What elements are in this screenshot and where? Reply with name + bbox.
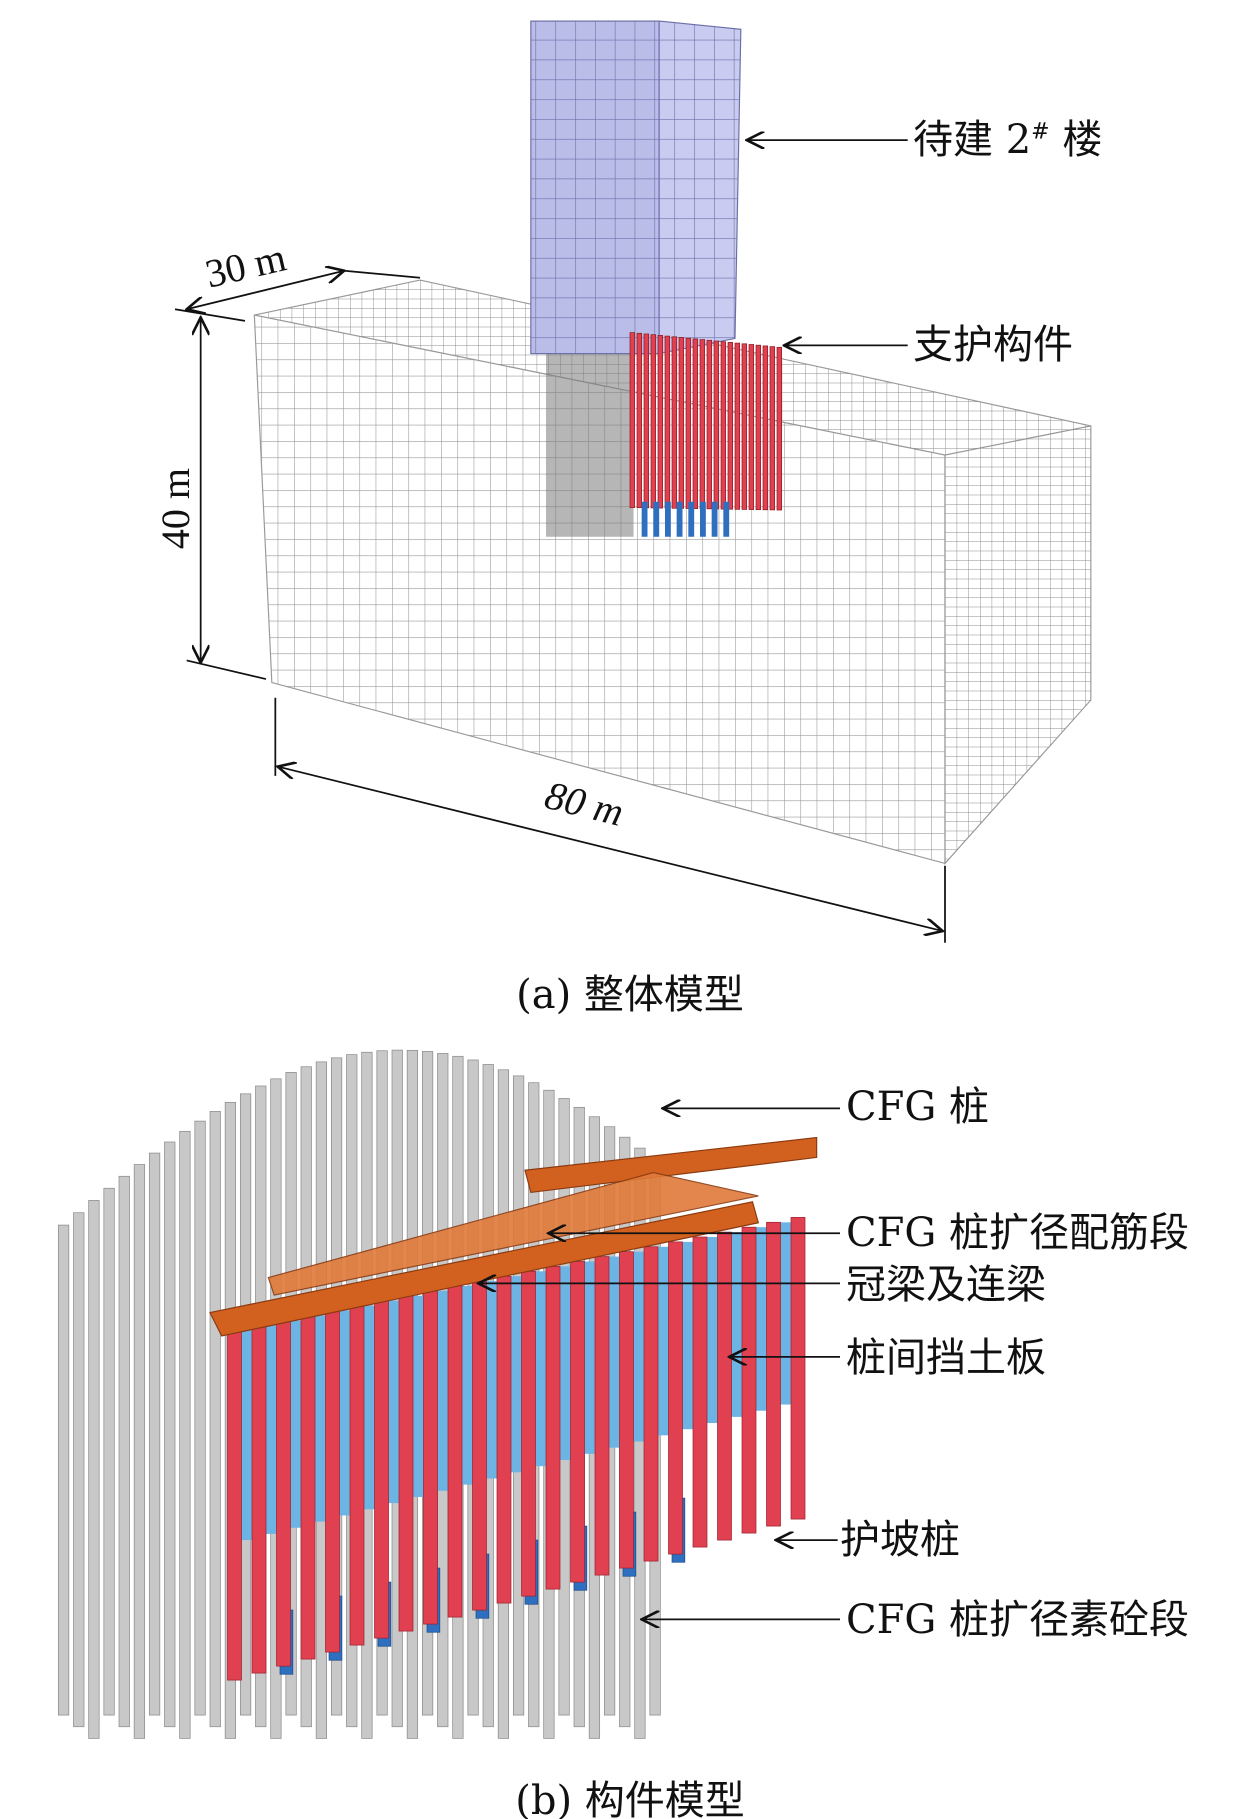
support-pile (748, 344, 755, 510)
support-pile-tip (700, 501, 706, 537)
support-pile (734, 342, 741, 510)
cfg-pile (179, 1130, 191, 1739)
support-pile (629, 332, 636, 508)
building-label: 待建 2# 楼 (913, 120, 1102, 160)
support-pile (636, 332, 643, 509)
slope-pile (643, 1246, 659, 1562)
support-pile-tip (665, 501, 671, 537)
slope-pile (594, 1256, 610, 1576)
cfg-plain-label: CFG 桩扩径素砼段 (846, 1597, 1190, 1643)
support-pile (769, 346, 776, 511)
crown-beam-link (267, 1171, 759, 1296)
slope-pile (276, 1319, 291, 1667)
support-pile (678, 337, 685, 509)
building-model (530, 20, 742, 355)
support-pile (776, 346, 783, 511)
slope-pile (790, 1217, 806, 1520)
slope-piles (227, 1217, 806, 1681)
slope-pile (349, 1305, 365, 1646)
slope-pile (447, 1285, 463, 1618)
support-pile (650, 334, 657, 509)
cfg-pile (148, 1152, 161, 1716)
caption-b: (b) 构件模型 (515, 1778, 745, 1819)
slope-pile (496, 1275, 512, 1604)
slope-pile (423, 1290, 438, 1625)
crown-beams (209, 1136, 818, 1337)
support-pile (692, 338, 699, 509)
cfg-pile (194, 1120, 206, 1716)
support-pile-tip (653, 501, 660, 537)
support-pile (664, 335, 671, 509)
slope-pile (325, 1310, 340, 1653)
support-pile (685, 337, 692, 509)
slope-pile (227, 1329, 242, 1681)
support-pile (755, 344, 762, 511)
support-pile (713, 340, 720, 510)
dimension-depth: 40 m (153, 467, 199, 550)
support-pile (706, 339, 713, 510)
building-label-suffix: 楼 (1049, 117, 1103, 163)
slope-pile (741, 1226, 757, 1534)
slope-pile (766, 1221, 781, 1527)
support-pile (699, 339, 706, 510)
support-pile (741, 343, 748, 510)
support-pile-tip (723, 501, 730, 537)
support-label: 支护构件 (913, 322, 1073, 368)
slope-pile (717, 1231, 732, 1541)
support-pile (643, 333, 650, 509)
support-pile (657, 335, 664, 509)
building-label-sup: # (1031, 119, 1050, 145)
slope-pile (668, 1241, 683, 1555)
crown-beam-front (209, 1201, 760, 1337)
cfg-pile-label: CFG 桩 (846, 1084, 990, 1130)
support-pile (762, 345, 769, 511)
cfg-pile (88, 1200, 100, 1739)
cfg-pile (133, 1164, 146, 1739)
cfg-pile (73, 1212, 85, 1728)
support-pile-tip (711, 501, 718, 537)
slope-pile (570, 1261, 585, 1583)
slope-pile (472, 1280, 487, 1611)
slope-pile (521, 1270, 536, 1597)
slope-pile (545, 1266, 561, 1590)
support-pile-tip (641, 501, 648, 537)
retaining-plate-label: 桩间挡土板 (846, 1335, 1046, 1381)
cfg-pile (164, 1141, 176, 1728)
support-pile (671, 336, 678, 509)
support-pile-tip (676, 501, 683, 537)
dimension-lines (174, 271, 946, 943)
cfg-pile (57, 1224, 70, 1716)
slope-pile (251, 1324, 267, 1674)
cfg-reinforced-label: CFG 桩扩径配筋段 (846, 1210, 1190, 1256)
slope-pile (374, 1300, 389, 1639)
slope-pile (619, 1251, 634, 1569)
crown-beam-label: 冠梁及连梁 (846, 1262, 1046, 1308)
cfg-pile (103, 1187, 115, 1716)
slope-pile (300, 1315, 316, 1660)
cfg-pile (118, 1175, 130, 1728)
building-label-text: 待建 2 (913, 117, 1032, 163)
excavation-pit (546, 350, 634, 537)
slope-pile (398, 1295, 414, 1632)
slope-pile-label: 护坡桩 (840, 1517, 960, 1563)
support-structure (629, 332, 783, 537)
crown-beam-rear (524, 1136, 818, 1194)
caption-a: (a) 整体模型 (516, 972, 744, 1018)
cfg-pile (209, 1111, 221, 1728)
support-pile (727, 342, 734, 510)
support-pile (720, 341, 727, 510)
panel-b-leaders (478, 1108, 840, 1619)
slope-pile (692, 1236, 708, 1548)
support-pile-tip (688, 501, 695, 537)
